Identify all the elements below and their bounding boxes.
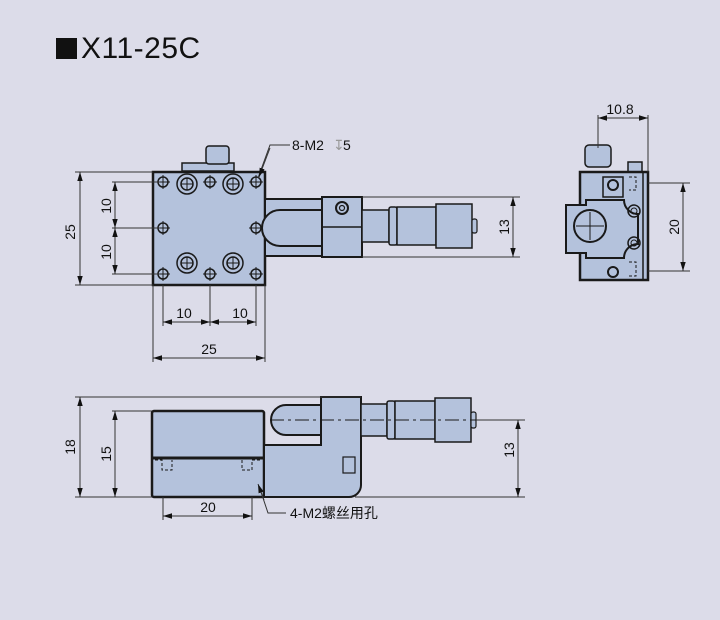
- model-title: X11-25C: [56, 32, 201, 66]
- dim-side-overall-height: 18: [62, 439, 78, 455]
- depth-symbol-icon: ↧: [333, 137, 345, 153]
- dim-side-hole-spacing: 20: [200, 499, 216, 515]
- dim-top-hole-left: 10: [176, 305, 192, 321]
- dim-top-vert-upper: 10: [98, 198, 114, 214]
- top-view: [151, 145, 478, 287]
- model-name: X11-25C: [81, 32, 201, 65]
- side-callout-holes: 4-M2螺丝用孔: [290, 505, 378, 521]
- side-view: [150, 396, 480, 499]
- dim-top-hole-right: 10: [232, 305, 248, 321]
- end-view-dimensions: [597, 115, 690, 272]
- dim-end-hole-spacing: 20: [666, 219, 682, 235]
- top-callout-holes: 8-M2: [292, 137, 324, 153]
- dim-top-height: 25: [62, 224, 78, 240]
- dim-side-body-height: 15: [98, 446, 114, 462]
- dim-end-width: 10.8: [606, 101, 633, 117]
- dim-top-micrometer: 13: [496, 219, 512, 235]
- top-callout-depth: 5: [343, 137, 351, 153]
- dim-top-vert-lower: 10: [98, 244, 114, 260]
- bullet-square-icon: [56, 38, 77, 59]
- side-view-dimensions: [75, 396, 525, 520]
- dim-top-width: 25: [201, 341, 217, 357]
- top-view-dimensions: [75, 144, 520, 362]
- dim-side-axis-height: 13: [501, 442, 517, 458]
- end-view: [565, 144, 650, 282]
